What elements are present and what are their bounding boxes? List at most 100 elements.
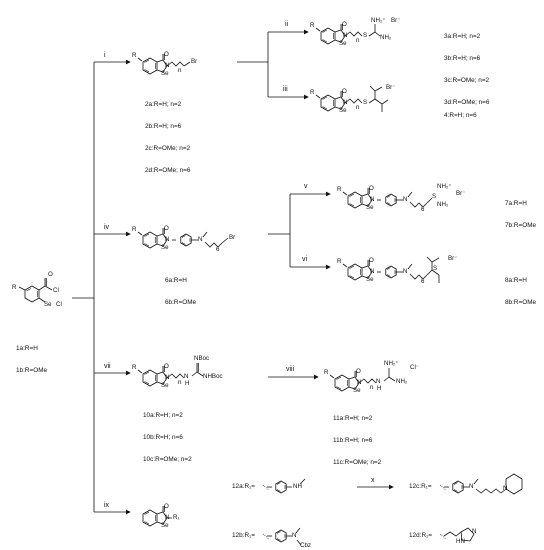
atom-o-2: O xyxy=(164,51,169,58)
atom-se-11: Se xyxy=(353,387,361,394)
atom-r-3: R xyxy=(310,22,315,29)
label-10a: 10a:R=H; n=2 xyxy=(143,411,183,419)
atom-n-11: N xyxy=(357,379,362,386)
atom-h-10: H xyxy=(185,380,190,387)
label-7a: 7a:R=H xyxy=(505,199,527,207)
compound-1-labels: 1a:R=H 1b:R=OMe xyxy=(16,330,47,382)
atom-n-10: N xyxy=(165,374,170,381)
atom-se-7: Se xyxy=(366,204,374,211)
label-12c: 12c:R₁= xyxy=(409,483,432,490)
atom-cl-1b: Cl xyxy=(56,301,62,308)
atom-o-4: O xyxy=(342,88,347,95)
atom-s-8: S xyxy=(433,265,438,272)
atom-r-2: R xyxy=(132,52,137,59)
label-4: 4:R=H; n=6 xyxy=(444,111,477,119)
atom-n-6: N xyxy=(165,236,170,243)
label-12d: 12d:R₁= xyxy=(409,532,432,539)
atom-r-11: R xyxy=(324,369,329,376)
atom-r-6: R xyxy=(132,226,137,233)
label-6b: 6b:R=OMe xyxy=(165,299,197,307)
atom-h-11: H xyxy=(377,385,382,392)
atom-se-1: Se xyxy=(44,301,52,308)
step-label-viii: viii xyxy=(286,366,295,373)
step-label-x: x xyxy=(371,477,375,484)
atom-n-sub-3: n xyxy=(356,37,360,44)
atom-s-3: S xyxy=(363,32,368,39)
atom-s-4: S xyxy=(363,99,368,106)
step-label-ii: ii xyxy=(285,21,289,28)
atom-br-minus-8: Br⁻ xyxy=(448,255,458,262)
label-8a: 8a:R=H xyxy=(505,276,527,284)
atom-six-6: 6 xyxy=(216,246,220,253)
atom-n-pip-12c: N xyxy=(503,485,508,492)
atom-nh2plus-7: NH₂⁺ xyxy=(437,183,452,190)
atom-se-2: Se xyxy=(161,70,169,77)
label-3d: 3d:R=OMe; n=6 xyxy=(444,99,490,107)
label-2b: 2b:R=H; n=6 xyxy=(145,123,182,131)
label-11a: 11a:R=H; n=2 xyxy=(333,414,373,422)
atom-cl-1: Cl xyxy=(53,287,59,294)
atom-n-4: N xyxy=(343,99,348,106)
atom-n-3: N xyxy=(343,32,348,39)
atom-nh2-3: NH₂ xyxy=(380,34,392,41)
label-3a: 3a:R=H; n=2 xyxy=(444,32,481,40)
atom-n-sub-4: n xyxy=(356,104,360,111)
step-label-vii: vii xyxy=(104,363,111,370)
label-7b: 7b:R=OMe xyxy=(505,222,537,230)
compound-6-labels: 6a:R=H 6b:R=OMe xyxy=(165,262,196,314)
atom-o-12: O xyxy=(164,503,169,510)
step-label-v: v xyxy=(304,183,308,190)
atom-six-7: 6 xyxy=(421,206,425,213)
atom-se-8: Se xyxy=(366,276,374,283)
atom-n-2: N xyxy=(165,62,170,69)
label-6a: 6a:R=H xyxy=(165,276,187,284)
label-8b: 8b:R=OMe xyxy=(505,299,537,307)
atom-cbz-12b: Cbz xyxy=(300,542,312,549)
atom-se-4: Se xyxy=(339,107,347,114)
label-11c: 11c:R=OMe; n=2 xyxy=(333,459,382,467)
label-1b: 1b:R=OMe xyxy=(16,367,48,375)
atom-n-12d: N xyxy=(472,528,477,535)
atom-r1-12: R₁ xyxy=(173,514,180,521)
step-label-iii: iii xyxy=(283,86,288,93)
compound-4-labels: 4:R=H; n=6 xyxy=(444,97,477,127)
atom-br-2: Br xyxy=(191,58,198,65)
atom-se-3: Se xyxy=(339,40,347,47)
label-3c: 3c:R=OMe; n=2 xyxy=(444,77,490,85)
atom-n-12: N xyxy=(165,514,170,521)
atom-r-1: R xyxy=(12,284,17,291)
step-label-ix: ix xyxy=(104,502,110,509)
atom-se-6: Se xyxy=(161,244,169,251)
compound-10-labels: 10a:R=H; n=2 10b:R=H; n=6 10c:R=OMe; n=2 xyxy=(143,397,192,471)
label-12a: 12a:R₁= xyxy=(232,483,255,490)
compound-3-labels: 3a:R=H; n=2 3b:R=H; n=6 3c:R=OMe; n=2 3d… xyxy=(444,18,489,114)
label-10b: 10b:R=H; n=6 xyxy=(143,434,183,442)
label-12b: 12b:R₁= xyxy=(232,532,255,539)
atom-n-12b: N xyxy=(292,532,297,539)
atom-nboc-10: NBoc xyxy=(194,355,210,362)
compound-8-labels: 8a:R=H 8b:R=OMe xyxy=(505,262,536,314)
atom-nh2-11: NH₂ xyxy=(396,378,408,385)
atom-o-3: O xyxy=(342,21,347,28)
atom-o-6: O xyxy=(164,225,169,232)
atom-n-amine-6: N xyxy=(198,236,203,243)
label-1a: 1a:R=H xyxy=(16,344,38,352)
atom-cl-minus-11: Cl⁻ xyxy=(410,364,420,371)
atom-n-link-11: N xyxy=(376,378,381,385)
atom-nh-12a: NH xyxy=(293,483,302,490)
atom-se-12: Se xyxy=(161,522,169,529)
atom-br-6: Br xyxy=(229,234,236,241)
atom-br-minus-4: Br⁻ xyxy=(386,84,396,91)
atom-r-8: R xyxy=(337,258,342,265)
atom-n-8: N xyxy=(370,268,375,275)
atom-n-sub-11: n xyxy=(370,384,374,391)
label-2a: 2a:R=H; n=2 xyxy=(145,100,182,108)
label-11b: 11b:R=H; n=6 xyxy=(333,437,373,445)
atom-r-4: R xyxy=(310,89,315,96)
atom-s-7: S xyxy=(432,193,437,200)
atom-six-8: 6 xyxy=(421,278,425,285)
atom-nhboc-10: NHBoc xyxy=(203,373,223,380)
atom-nh2plus-11: NH₂⁺ xyxy=(384,360,399,367)
atom-o-8: O xyxy=(369,257,374,264)
